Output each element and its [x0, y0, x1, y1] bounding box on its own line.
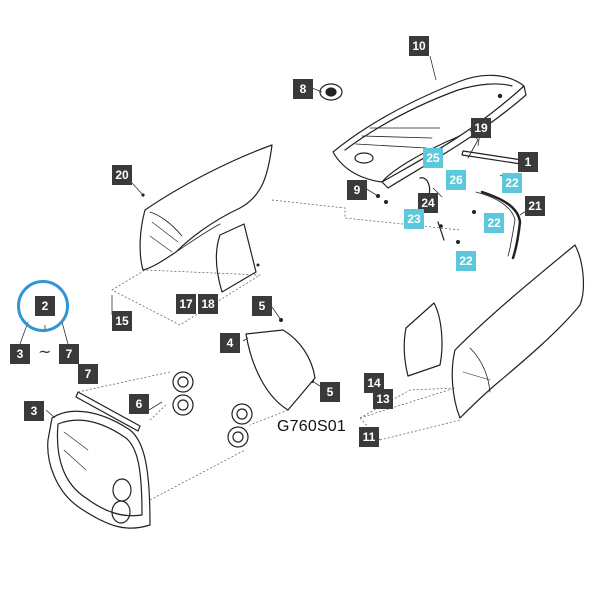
callout-10[interactable]: 10 [409, 36, 429, 56]
lower-cover-drawing [245, 329, 316, 411]
callout-22-c[interactable]: 22 [456, 251, 476, 271]
callout-20[interactable]: 20 [112, 165, 132, 185]
front-hood-drawing [47, 410, 151, 529]
callout-23[interactable]: 23 [404, 209, 424, 229]
callout-11[interactable]: 11 [359, 427, 379, 447]
range-tilde: ~ [38, 342, 52, 361]
left-fender-drawing [139, 144, 273, 271]
side-cover-17-drawing [215, 223, 257, 293]
callout-3-b[interactable]: 3 [24, 401, 44, 421]
callout-8[interactable]: 8 [293, 79, 313, 99]
callout-17[interactable]: 17 [176, 294, 196, 314]
callout-4[interactable]: 4 [220, 333, 240, 353]
callout-3-a[interactable]: 3 [10, 344, 30, 364]
callout-19[interactable]: 19 [471, 118, 491, 138]
roof-panel-drawing [332, 74, 527, 189]
callout-2[interactable]: 2 [35, 296, 55, 316]
round-cap-drawing [319, 83, 343, 101]
callout-25[interactable]: 25 [423, 148, 443, 168]
callout-1[interactable]: 1 [518, 152, 538, 172]
callout-5-a[interactable]: 5 [252, 296, 272, 316]
callout-14[interactable]: 14 [364, 373, 384, 393]
callout-9[interactable]: 9 [347, 180, 367, 200]
right-fender-drawing [451, 244, 585, 419]
callout-5-b[interactable]: 5 [320, 382, 340, 402]
side-cover-14-drawing [403, 302, 443, 377]
callout-6[interactable]: 6 [129, 394, 149, 414]
diagram-code: G760S01 [277, 418, 347, 435]
callout-22-a[interactable]: 22 [502, 173, 522, 193]
callout-7-a[interactable]: 7 [59, 344, 79, 364]
callout-18[interactable]: 18 [198, 294, 218, 314]
callout-26[interactable]: 26 [446, 170, 466, 190]
callout-24[interactable]: 24 [418, 193, 438, 213]
highlight-ring [17, 280, 69, 332]
callout-15[interactable]: 15 [112, 311, 132, 331]
headlamp-group-drawing [172, 371, 253, 448]
callout-7-b[interactable]: 7 [78, 364, 98, 384]
callout-13[interactable]: 13 [373, 389, 393, 409]
callout-21[interactable]: 21 [525, 196, 545, 216]
callout-22-b[interactable]: 22 [484, 213, 504, 233]
grille-strip-drawing [75, 391, 141, 432]
